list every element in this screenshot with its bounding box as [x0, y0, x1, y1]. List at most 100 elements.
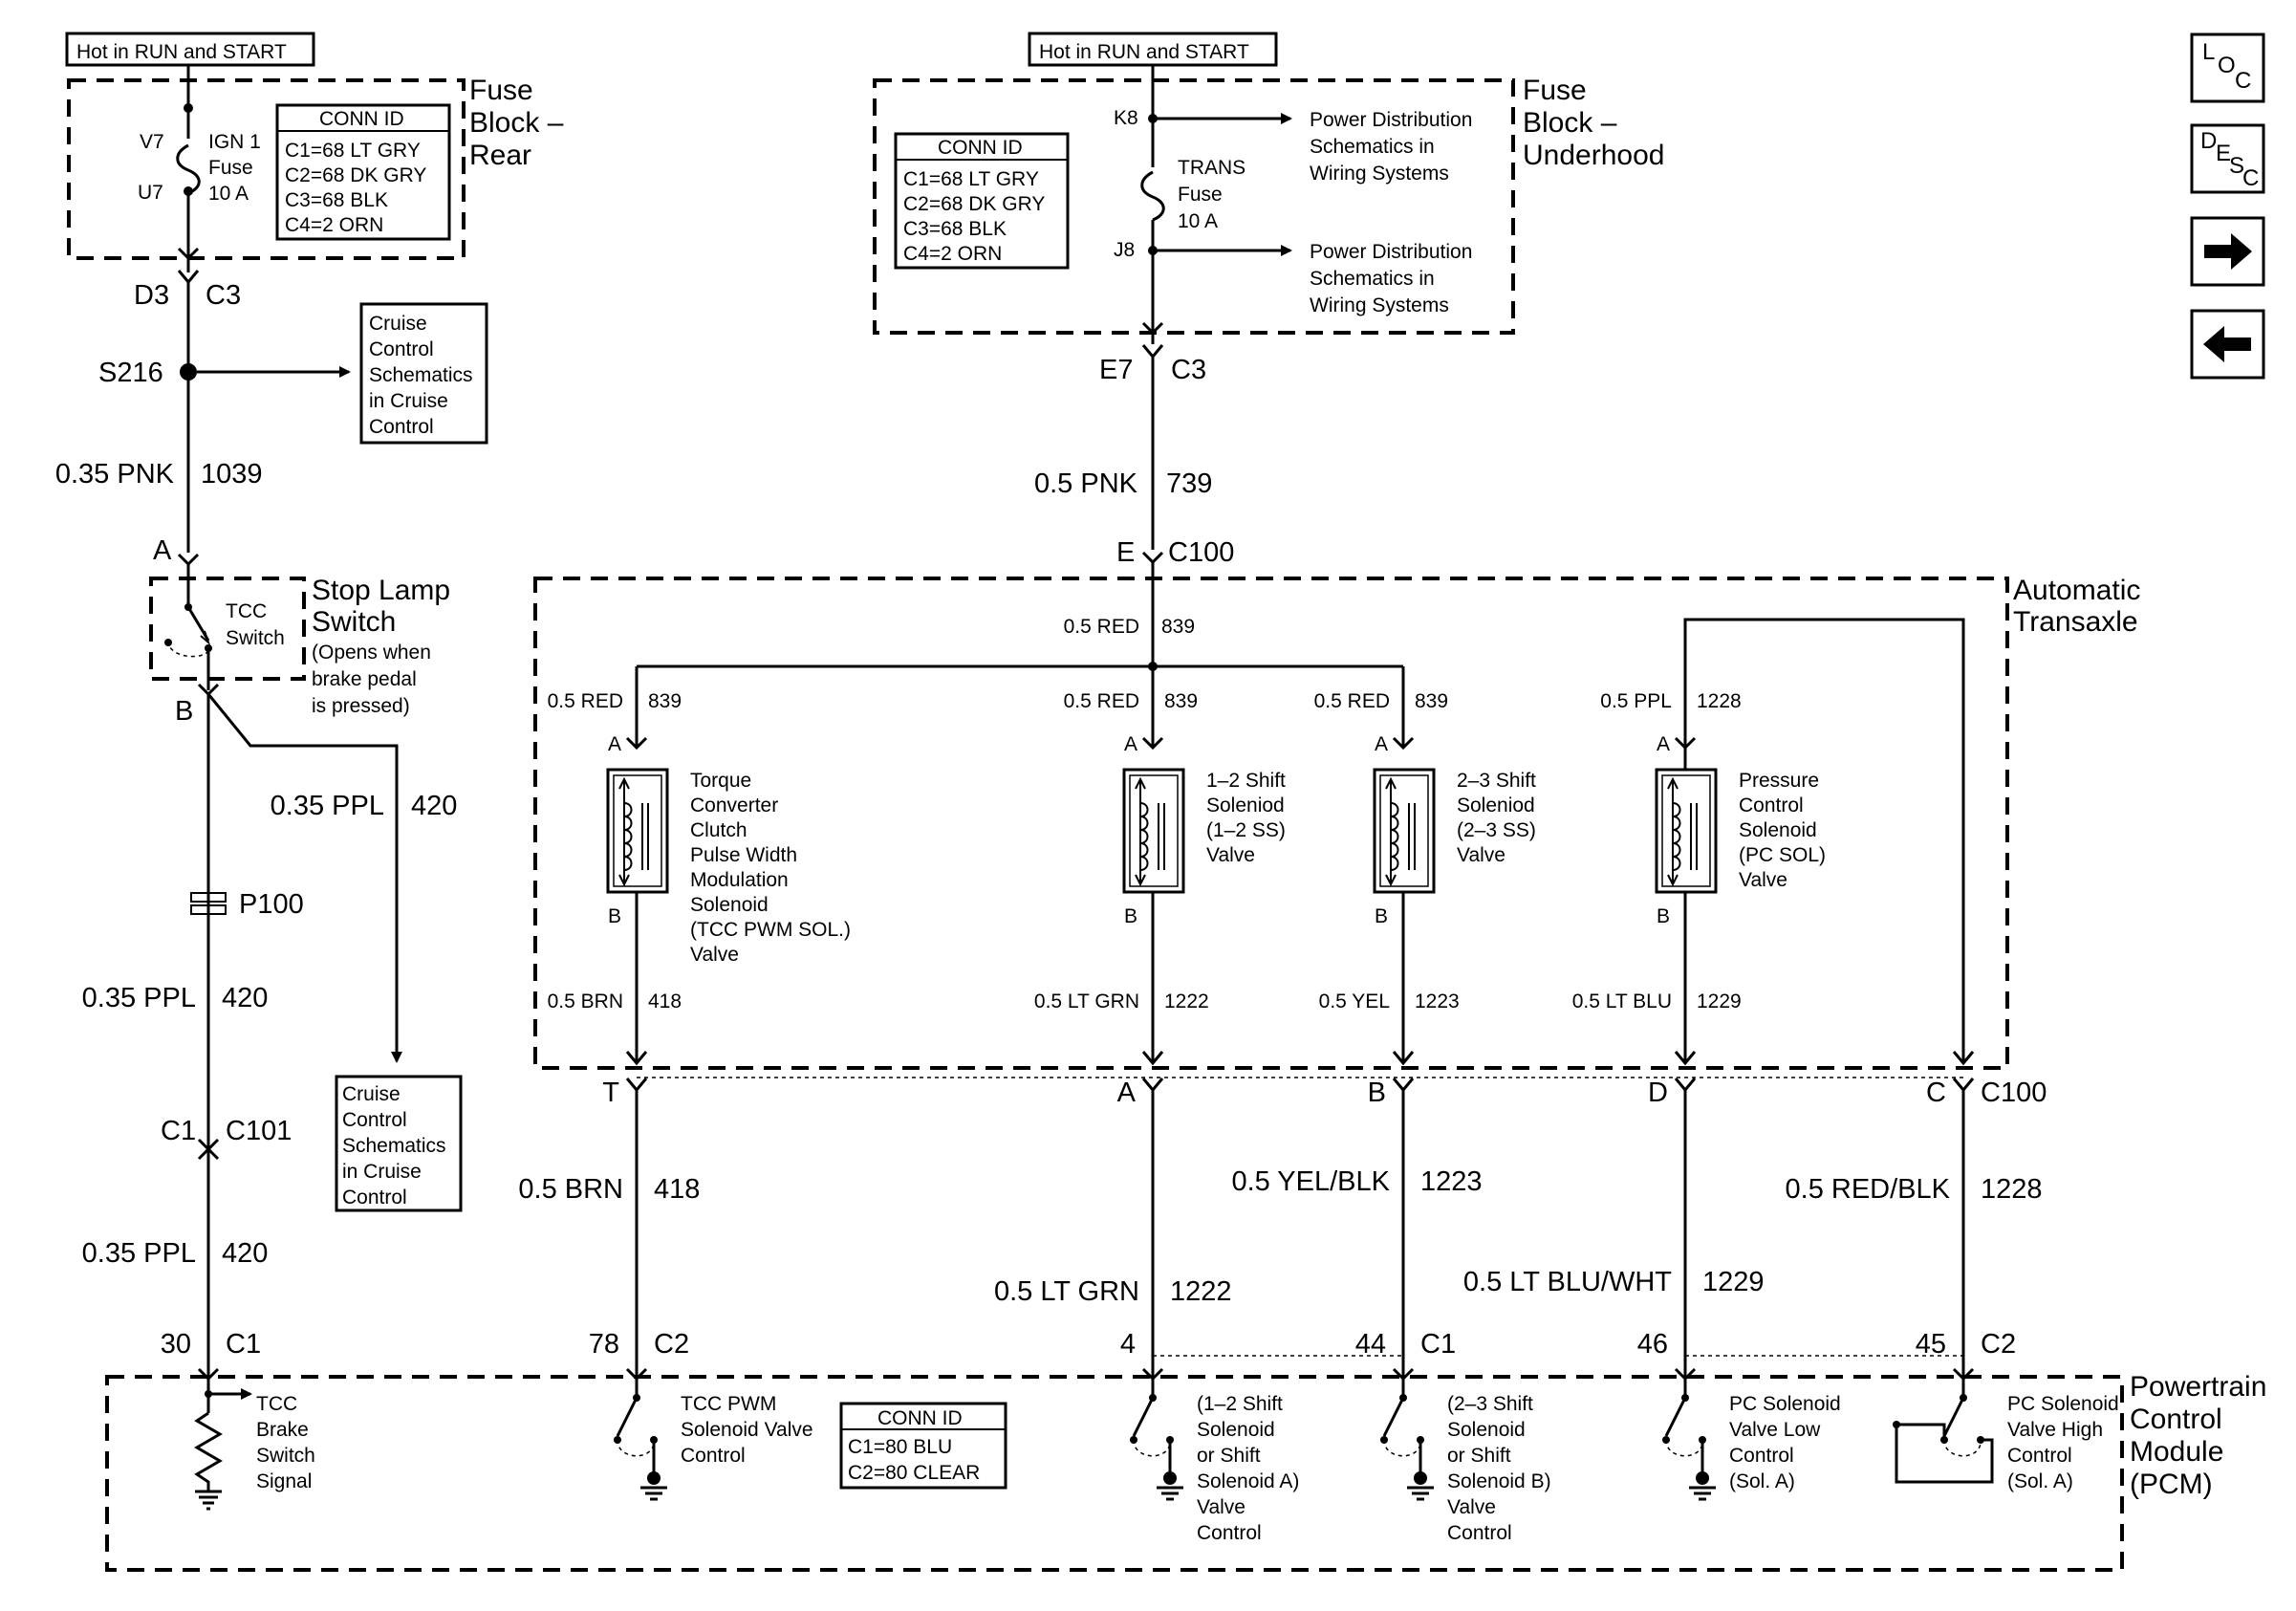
conn-id-row: C4=2 ORN	[903, 243, 1002, 265]
solenoid-label-line: Soleniod	[1457, 795, 1535, 816]
cruise-ref-box-2	[335, 1075, 463, 1212]
solenoid-label-line: Solenoid	[690, 894, 769, 916]
pcm-circuit-label: Valve Low	[1729, 1419, 1821, 1441]
stop-lamp-note: brake pedal	[312, 668, 417, 690]
solenoid-label-line: (PC SOL)	[1739, 844, 1826, 866]
pcm-circuit-label: or Shift	[1447, 1445, 1511, 1467]
coil-symbol	[1390, 802, 1399, 871]
solenoid-label-line: Clutch	[690, 819, 747, 841]
pcm-circuit-label: Brake	[256, 1419, 309, 1441]
solenoid-label-line: Control	[1739, 795, 1804, 816]
c100-pin-label: B	[1368, 1078, 1386, 1108]
cruise-ref-box-1	[359, 302, 488, 445]
c100-pin-label: D	[1648, 1078, 1668, 1108]
ground-icon	[1696, 1471, 1709, 1485]
pcm-pin-number: 78	[589, 1329, 619, 1360]
nav-panel: L O C D E S C	[2190, 33, 2265, 380]
splice-p-label: P100	[239, 889, 304, 920]
solenoid-body	[1373, 768, 1436, 894]
solenoid-top-circuit: 839	[1164, 690, 1198, 712]
pcm-circuit-label: (1–2 Shift	[1197, 1393, 1283, 1415]
fuse-symbol	[1140, 170, 1165, 222]
pcm-driver-switch	[614, 1367, 667, 1501]
fuse-label-line1: IGN 1	[208, 131, 261, 153]
wire-gauge: 0.35 PNK	[55, 459, 175, 490]
prev-page-button[interactable]	[2190, 309, 2265, 380]
solenoid-pin-b: B	[1124, 905, 1137, 927]
cruise-ref-line: Cruise	[342, 1083, 401, 1105]
stop-lamp-title-line1: Stop Lamp	[312, 575, 450, 606]
solenoid-label-line: Valve	[1457, 844, 1505, 866]
wire-gauge: 0.35 PPL	[82, 983, 196, 1013]
power-ref-line: Wiring Systems	[1310, 163, 1449, 185]
harness-wire-circuit: 1222	[1170, 1276, 1232, 1307]
cruise-ref-line: Control	[369, 416, 434, 438]
solenoid-top-gauge: 0.5 PPL	[1600, 690, 1672, 712]
coil-symbol	[1139, 802, 1149, 871]
wire-gauge: 0.5 PNK	[1034, 468, 1138, 499]
solenoid-body	[1122, 768, 1185, 894]
splice-dot	[180, 363, 197, 381]
pcm-title-line1: Powertrain	[2130, 1371, 2266, 1403]
wire-circuit: 420	[222, 1238, 268, 1269]
connector-pin: E7	[1099, 355, 1133, 385]
power-ref-line: Wiring Systems	[1310, 294, 1449, 316]
transaxle-title-line1: Automatic	[2013, 575, 2140, 606]
harness-wire-gauge: 0.5 BRN	[518, 1174, 623, 1205]
pcm-driver-switch	[1130, 1367, 1183, 1501]
harness-wire-gauge: 0.5 YEL/BLK	[1231, 1166, 1390, 1197]
bus-gauge: 0.5 RED	[1064, 616, 1139, 638]
wire-circuit: 1039	[201, 459, 263, 490]
conn-id-row: C4=2 ORN	[285, 214, 383, 236]
desc-letter: D	[2200, 128, 2217, 154]
solenoid-label-line: (TCC PWM SOL.)	[690, 919, 851, 941]
pcm-title-line4: (PCM)	[2130, 1469, 2213, 1500]
splice-label: S216	[98, 358, 163, 388]
transaxle-title-line2: Transaxle	[2013, 606, 2138, 638]
solenoid-top-circuit: 1228	[1697, 690, 1742, 712]
solenoid-body	[606, 768, 669, 894]
solenoid-label-line: 2–3 Shift	[1457, 770, 1536, 792]
solenoid-label-line: Soleniod	[1206, 795, 1285, 816]
arrow-right-icon	[2204, 233, 2252, 270]
pcm-pin-connector: C1	[226, 1329, 261, 1360]
solenoid-bottom-gauge: 0.5 LT GRN	[1034, 991, 1139, 1012]
pcm-circuit-label: Control	[1729, 1445, 1794, 1467]
next-page-button[interactable]	[2190, 216, 2265, 287]
conn-id-row: C2=68 DK GRY	[285, 164, 426, 186]
desc-letter: S	[2229, 153, 2244, 179]
pcm-pin-number: 46	[1637, 1329, 1668, 1360]
solenoid-label-line: Valve	[1739, 869, 1787, 891]
desc-button[interactable]: D E S C	[2190, 123, 2265, 194]
solenoid-label-line: Solenoid	[1739, 819, 1817, 841]
c100-pin: E	[1116, 537, 1135, 568]
solenoid-bottom-circuit: 1222	[1164, 991, 1209, 1012]
conn-id-title: CONN ID	[877, 1407, 963, 1429]
pcm-circuit-label: Control	[681, 1445, 746, 1467]
automatic-transaxle: Automatic Transaxle 0.5 RED 839	[533, 562, 2140, 1070]
hot-label-box	[65, 32, 315, 67]
loc-letter: O	[2218, 53, 2236, 78]
hot-label: Hot in RUN and START	[76, 41, 287, 63]
loc-button[interactable]: L O C	[2190, 33, 2265, 103]
pcm-circuit-label: Control	[1197, 1522, 1262, 1544]
conn-id-title: CONN ID	[319, 108, 404, 130]
pcm-driver-switch	[1893, 1367, 1994, 1484]
conn-pin: C1	[161, 1116, 196, 1146]
solenoid-pin-b: B	[608, 905, 621, 927]
conn-id-box	[275, 103, 451, 241]
solenoid-label-line: (2–3 SS)	[1457, 819, 1536, 841]
stop-lamp-title-line2: Switch	[312, 606, 396, 638]
fuse-block-boundary	[873, 78, 1515, 335]
solenoid-bottom-circuit: 1223	[1415, 991, 1460, 1012]
pcm-circuit-label: Solenoid Valve	[681, 1419, 813, 1441]
hot-label: Hot in RUN and START	[1039, 41, 1249, 63]
solenoid-label-line: 1–2 Shift	[1206, 770, 1286, 792]
cruise-ref-line: Control	[342, 1109, 407, 1131]
conn-id-title: CONN ID	[938, 137, 1023, 159]
fuse-symbol	[176, 143, 201, 195]
fuse-block-boundary	[67, 78, 466, 260]
